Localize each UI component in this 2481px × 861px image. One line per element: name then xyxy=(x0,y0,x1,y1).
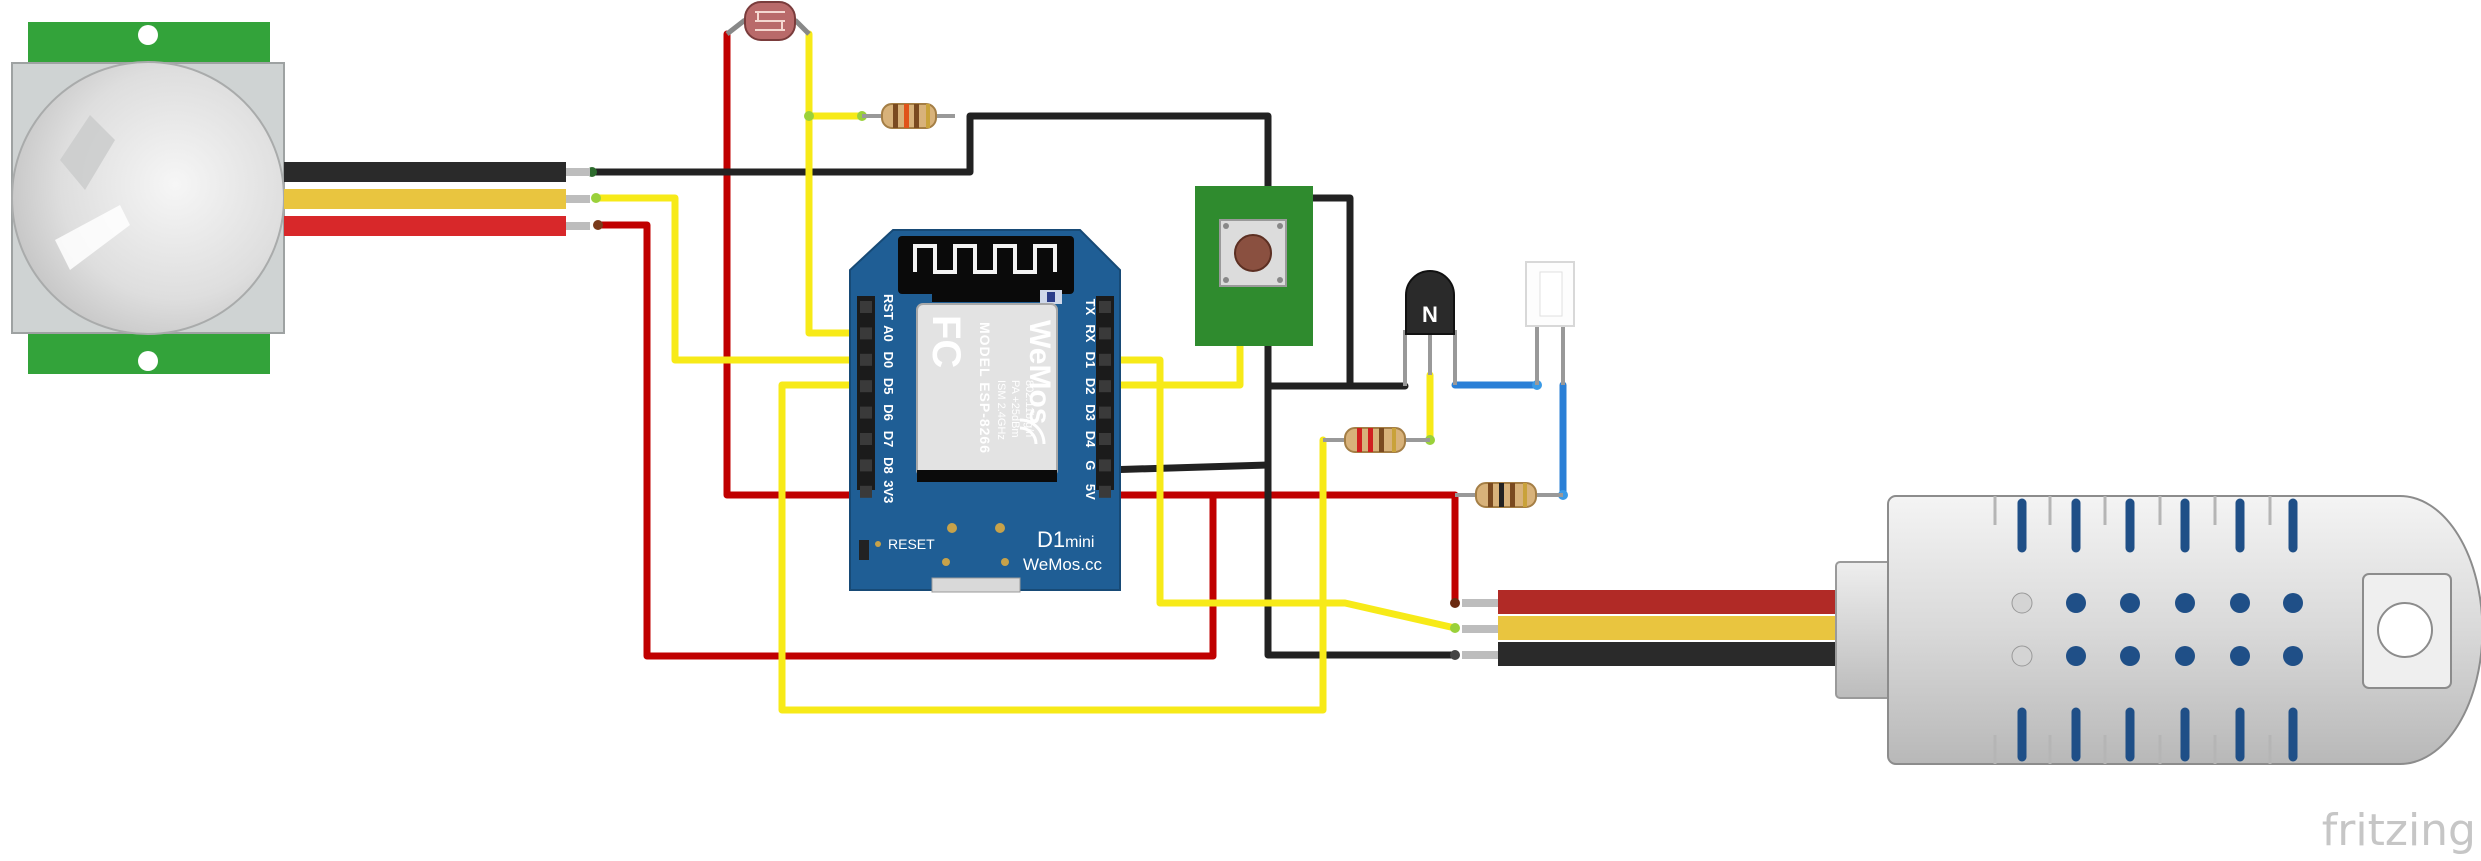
board-antenna-area xyxy=(898,236,1074,294)
sensor-mount-hole xyxy=(2377,602,2433,658)
board-name-label: D1mini xyxy=(1037,527,1094,552)
board-reset-button[interactable] xyxy=(859,540,869,560)
right-pin-label-d2: D2 xyxy=(1083,378,1098,395)
board-fcc-logo: FC xyxy=(924,315,968,368)
pir-dome xyxy=(11,61,285,335)
temperature-humidity-sensor[interactable] xyxy=(1462,495,2481,765)
wire-yellow-d2-button[interactable] xyxy=(1101,329,1244,389)
wire-black-board-g[interactable] xyxy=(1101,461,1272,474)
sensor-cable-yellow xyxy=(1498,616,1843,640)
wire-red-ldr-3v3[interactable] xyxy=(723,30,862,499)
blue-wires xyxy=(1451,381,1567,499)
right-pin-d2[interactable] xyxy=(1099,380,1111,393)
wemos-d1-mini-board[interactable]: FC MODEL ESP-8266 ISM 2.4GHz PA +25dBm 8… xyxy=(849,229,1121,593)
left-pin-label-d6: D6 xyxy=(881,404,896,421)
transistor-label: N xyxy=(1422,302,1438,327)
board-reset-label: RESET xyxy=(888,536,935,552)
right-pin-label-5v: 5V xyxy=(1083,484,1098,500)
board-spec-line-1: ISM 2.4GHz xyxy=(995,380,1007,440)
left-pin-d8[interactable] xyxy=(860,459,872,472)
left-pin-d6[interactable] xyxy=(860,406,872,419)
left-pin-label-d8: D8 xyxy=(881,457,896,474)
sensor-body xyxy=(1887,495,2481,765)
right-pin-5v[interactable] xyxy=(1099,485,1111,498)
npn-transistor[interactable]: N xyxy=(1403,270,1457,386)
left-pin-a0[interactable] xyxy=(860,327,872,340)
pir-motion-sensor[interactable] xyxy=(11,22,590,374)
right-pin-label-tx: TX xyxy=(1083,299,1098,316)
sensor-grooves xyxy=(1993,496,2272,764)
right-pin-rx[interactable] xyxy=(1099,327,1111,340)
resistor-led[interactable] xyxy=(1455,482,1563,508)
board-right-pin-squares xyxy=(1099,301,1111,498)
right-pin-label-rx: RX xyxy=(1083,324,1098,342)
wire-black-gnd-bus[interactable] xyxy=(1264,194,1459,659)
right-pin-d3[interactable] xyxy=(1099,406,1111,419)
pir-cable-red xyxy=(284,216,566,236)
left-pin-label-3v3: 3V3 xyxy=(881,480,896,503)
left-pin-label-a0: A0 xyxy=(881,325,896,342)
transistor-body xyxy=(1405,270,1455,335)
left-pin-d7[interactable] xyxy=(860,433,872,445)
right-pin-g[interactable] xyxy=(1099,459,1111,472)
left-pin-label-d5: D5 xyxy=(881,378,896,395)
board-brand-logo: WeMos xyxy=(1023,320,1056,424)
wire-black-pir-gnd[interactable] xyxy=(588,112,1272,202)
board-usb-port xyxy=(931,577,1021,593)
left-pin-d0[interactable] xyxy=(860,353,872,366)
board-model-label: MODEL ESP-8266 xyxy=(977,322,993,454)
sensor-cable-black xyxy=(1498,642,1843,666)
resistor-transistor-base[interactable] xyxy=(1323,427,1430,453)
pir-cable-black xyxy=(284,162,566,182)
board-wifi-icon xyxy=(1019,418,1046,445)
right-pin-label-d4: D4 xyxy=(1083,431,1098,448)
board-left-pin-squares xyxy=(860,301,872,498)
wire-yellow-ldr-a0[interactable] xyxy=(805,30,862,337)
resistor-ldr[interactable] xyxy=(862,103,955,129)
left-pin-label-rst: RST xyxy=(881,294,896,320)
pir-mount-hole-bottom xyxy=(138,351,158,371)
sensor-vent-slots xyxy=(2017,498,2298,762)
wire-yellow-d5-loop[interactable] xyxy=(778,381,1327,714)
right-pin-tx[interactable] xyxy=(1099,301,1111,313)
left-pin-rst[interactable] xyxy=(860,301,872,313)
fritzing-watermark: fritzing xyxy=(2322,805,2476,856)
pir-cable-yellow xyxy=(284,189,566,209)
right-pin-d4[interactable] xyxy=(1099,433,1111,445)
right-pin-label-g: G xyxy=(1083,460,1098,470)
wire-yellow-pir-out[interactable] xyxy=(592,194,862,364)
right-pin-label-d3: D3 xyxy=(1083,404,1098,421)
push-button-module[interactable] xyxy=(1195,186,1313,346)
yellow-wires xyxy=(592,30,1459,714)
right-pin-label-d1: D1 xyxy=(1083,351,1098,368)
pir-mount-hole-top xyxy=(138,25,158,45)
sensor-cable-red xyxy=(1498,590,1843,614)
pir-dome-highlight-1 xyxy=(60,115,115,190)
wire-yellow-d1-sensor[interactable] xyxy=(1101,356,1459,632)
left-pin-d5[interactable] xyxy=(860,380,872,393)
right-pin-d1[interactable] xyxy=(1099,353,1111,366)
button-cap[interactable] xyxy=(1234,234,1272,272)
board-name-suffix: mini xyxy=(1065,534,1094,551)
board-spec-line-2: PA +25dBm xyxy=(1009,380,1021,438)
left-pin-label-d7: D7 xyxy=(881,431,896,448)
photoresistor-ldr[interactable] xyxy=(725,1,811,41)
left-pin-label-d0: D0 xyxy=(881,351,896,368)
sensor-vent-holes xyxy=(2011,592,2303,667)
left-pin-3v3[interactable] xyxy=(860,485,872,498)
ir-led[interactable] xyxy=(1525,261,1575,385)
pir-dome-highlight-2 xyxy=(55,205,130,270)
board-site-label: WeMos.cc xyxy=(1023,555,1103,574)
board-name: D1 xyxy=(1037,527,1065,552)
